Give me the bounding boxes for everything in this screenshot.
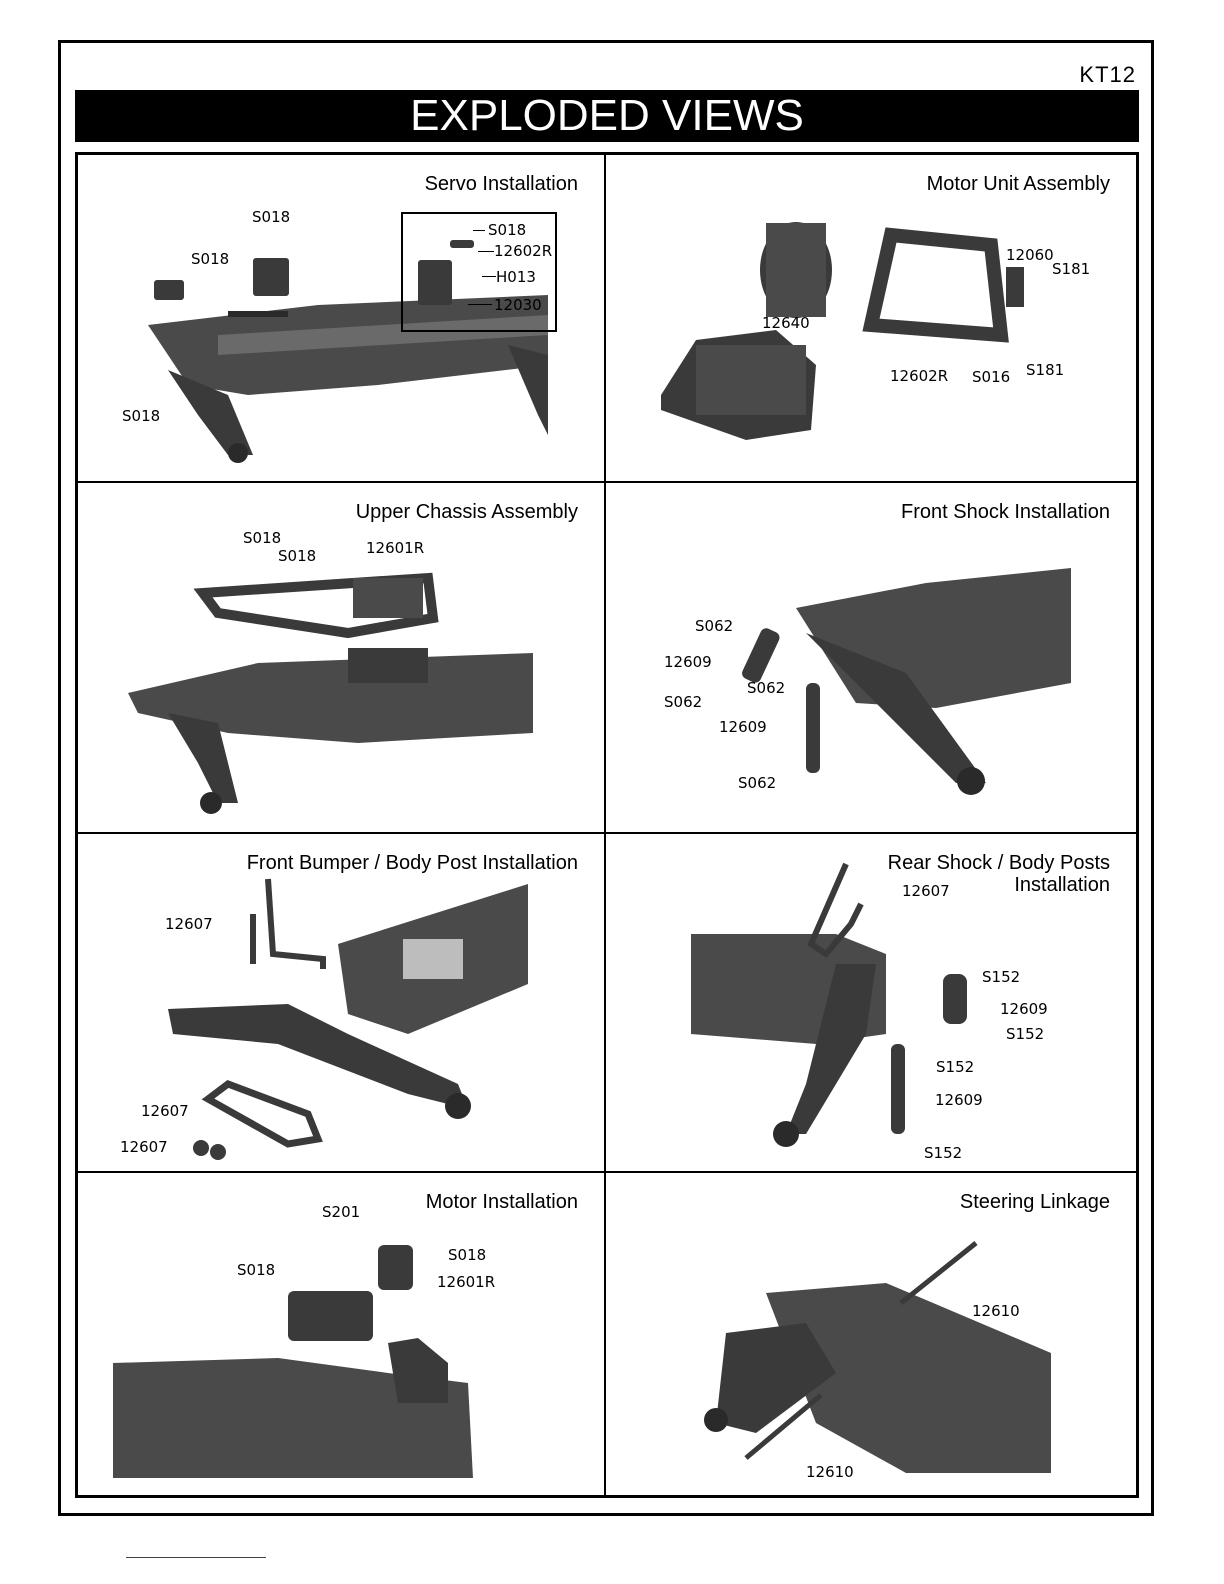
grid-divider-row1 xyxy=(75,481,1139,483)
callout-12030: 12030 xyxy=(494,296,542,314)
rear-shock-illustration xyxy=(691,862,967,1147)
callout-s181-top: S181 xyxy=(1052,260,1091,278)
motor-unit-illustration xyxy=(661,222,1024,440)
callout-12610-top: 12610 xyxy=(972,1302,1020,1320)
callout-12602r: 12602R xyxy=(494,242,553,260)
callout-s152-4: S152 xyxy=(924,1144,963,1162)
callout-12610-bottom: 12610 xyxy=(806,1463,854,1481)
motor-installation-illustration xyxy=(113,1245,473,1478)
callout-s152-2: S152 xyxy=(1006,1025,1045,1043)
callout-12607-bumper: 12607 xyxy=(141,1102,189,1120)
callout-s016: S016 xyxy=(972,368,1011,386)
callout-s018-left: S018 xyxy=(191,250,230,268)
callout-s062-1: S062 xyxy=(695,617,734,635)
panel-title: Motor Installation xyxy=(425,1191,578,1213)
callout-12609-1: 12609 xyxy=(664,653,712,671)
callout-s018-a: S018 xyxy=(243,529,282,547)
callout-12609-2: 12609 xyxy=(719,718,767,736)
panel-servo-installation: Servo Installation S018 S018 S018 S018 1… xyxy=(78,155,604,481)
panel-title: Steering Linkage xyxy=(959,1191,1110,1213)
panel-title: Servo Installation xyxy=(424,173,578,195)
callout-12609-1: 12609 xyxy=(1000,1000,1048,1018)
callout-s018-inset: S018 xyxy=(488,221,527,239)
servo-chassis-illustration xyxy=(148,240,548,463)
callout-s152-1: S152 xyxy=(982,968,1021,986)
grid-divider-row3 xyxy=(75,1171,1139,1173)
callout-s062-4: S062 xyxy=(738,774,777,792)
exploded-views-grid xyxy=(75,152,1139,1498)
steering-linkage-illustration xyxy=(704,1241,1051,1473)
panel-title-line1: Rear Shock / Body Posts xyxy=(887,852,1110,874)
callout-s152-3: S152 xyxy=(936,1058,975,1076)
panel-front-shock-installation: Front Shock Installation S062 12609 S062… xyxy=(606,483,1136,832)
callout-12060: 12060 xyxy=(1006,246,1054,264)
callout-12602r: 12602R xyxy=(890,367,949,385)
panel-front-bumper-body-post: Front Bumper / Body Post Installation 12… xyxy=(78,834,604,1171)
page-border xyxy=(58,40,1154,1516)
page-title: EXPLODED VIEWS xyxy=(75,90,1139,142)
callout-h013: H013 xyxy=(496,268,536,286)
panel-title-line2: Installation xyxy=(1014,874,1110,896)
servo-detail-inset xyxy=(401,212,557,332)
footer-link-underline xyxy=(126,1557,266,1558)
callout-12607-lights: 12607 xyxy=(120,1138,168,1156)
panel-title: Front Bumper / Body Post Installation xyxy=(246,852,578,874)
callout-s018-top: S018 xyxy=(252,208,291,226)
panel-motor-unit-assembly: Motor Unit Assembly 12060 S181 12640 126… xyxy=(606,155,1136,481)
grid-divider-row2 xyxy=(75,832,1139,834)
callout-s062-2: S062 xyxy=(747,679,786,697)
callout-12607: 12607 xyxy=(902,882,950,900)
callout-s062-3: S062 xyxy=(664,693,703,711)
panel-motor-installation: Motor Installation S201 S018 S018 12601R xyxy=(78,1173,604,1495)
panel-rear-shock-body-posts: Rear Shock / Body Posts Installation 126… xyxy=(606,834,1136,1171)
callout-12607-post: 12607 xyxy=(165,915,213,933)
panel-title: Rear Shock / Body Posts Installation xyxy=(888,852,1110,896)
callout-s018-bottom: S018 xyxy=(122,407,161,425)
callout-s018-b: S018 xyxy=(278,547,317,565)
panel-title: Front Shock Installation xyxy=(901,501,1110,523)
grid-divider-vertical xyxy=(604,152,606,1498)
callout-s018-right: S018 xyxy=(448,1246,487,1264)
callout-12640: 12640 xyxy=(762,314,810,332)
callout-12609-2: 12609 xyxy=(935,1091,983,1109)
callout-s181-bottom: S181 xyxy=(1026,361,1065,379)
panel-steering-linkage: Steering Linkage 12610 12610 xyxy=(606,1173,1136,1495)
callout-s201: S201 xyxy=(322,1203,361,1221)
panel-title: Motor Unit Assembly xyxy=(926,173,1110,195)
callout-12601r: 12601R xyxy=(437,1273,496,1291)
upper-chassis-illustration xyxy=(128,572,533,814)
panel-title: Upper Chassis Assembly xyxy=(355,501,578,523)
front-bumper-illustration xyxy=(168,878,528,1160)
callout-s018-left: S018 xyxy=(237,1261,276,1279)
callout-12601r: 12601R xyxy=(366,539,425,557)
front-shock-illustration xyxy=(742,568,1071,795)
panel-upper-chassis-assembly: Upper Chassis Assembly S018 S018 12601R xyxy=(78,483,604,832)
model-code: KT12 xyxy=(1079,62,1136,87)
